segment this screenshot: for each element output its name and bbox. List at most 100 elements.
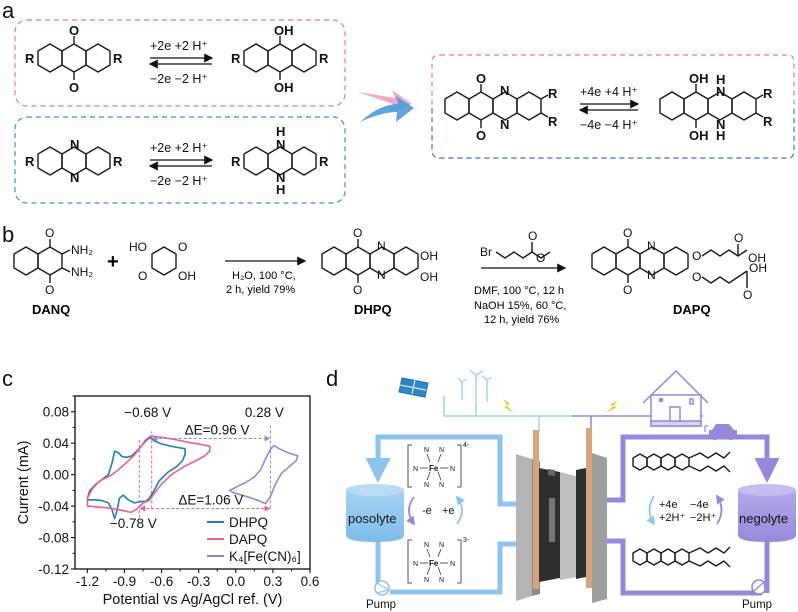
atom-o: O [692, 249, 701, 263]
substituent-r: R [231, 154, 241, 169]
peak-potential-label: 0.28 V [245, 405, 284, 420]
x-axis-title: Potential vs Ag/AgCl ref. (V) [103, 592, 283, 608]
fe-center: Fe [429, 464, 439, 473]
y-tick-label: -0.04 [38, 499, 69, 514]
substituent-r: R [113, 154, 123, 169]
y-tick-label: 0.08 [43, 405, 69, 420]
panel-letter-d: d [326, 366, 338, 391]
panel-d: d [326, 366, 796, 611]
negolyte-forward-protons: +2H⁺ [659, 512, 685, 524]
ligand-n: N [450, 466, 455, 473]
atom-o: O [692, 270, 701, 284]
compound-label-danq: DANQ [32, 302, 70, 317]
dhpq-structure: O O N N OH OH DHPQ [321, 226, 438, 317]
fe-center: Fe [429, 559, 439, 568]
ferrocyanide-complex: 4- Fe N N N N N N [407, 442, 470, 489]
panel-a: a O O R R +2e +2 H⁺ −2e −2 H⁺ [2, 0, 795, 204]
x-tick-label: -0.9 [113, 574, 136, 589]
substituent-r: R [763, 114, 773, 129]
hydroxyl-group: HO [129, 240, 147, 254]
atom-h: H [716, 72, 725, 87]
negolyte-tank: negolyte [738, 484, 796, 542]
y-tick-label: 0.04 [43, 436, 70, 451]
y-tick-label: -0.08 [38, 531, 69, 546]
reverse-conditions: −4e −4 H⁺ [580, 118, 638, 132]
atom-o: O [69, 80, 79, 95]
oxidation-arrow [406, 496, 416, 526]
negolyte-label: negolyte [739, 511, 788, 526]
hydroxyl-group: OH [420, 249, 438, 263]
atom-n: N [500, 117, 509, 132]
substituent-r: R [25, 51, 35, 66]
atom-h: H [276, 124, 285, 139]
ligand-n: N [450, 561, 455, 568]
reverse-conditions: −2e −2 H⁺ [150, 174, 208, 188]
ligand-n: N [413, 466, 418, 473]
negolyte-forward-electrons: +4e [659, 499, 678, 511]
ligand-n: N [439, 542, 444, 549]
atom-oh: OH [274, 23, 294, 38]
atom-o: O [138, 269, 147, 283]
atom-oh: OH [689, 128, 709, 143]
forward-conditions: +2e +2 H⁺ [150, 141, 208, 155]
diazaanthraquinone-red-structure: OH OH H N N H R R [659, 71, 773, 143]
atom-o: O [476, 128, 486, 143]
reverse-conditions: −2e −2 H⁺ [150, 72, 208, 86]
atom-br: Br [480, 245, 492, 259]
x-tick-label: -0.6 [150, 574, 173, 589]
substituent-r: R [319, 51, 329, 66]
current-collector-right [586, 428, 592, 588]
legend-label: DAPQ [229, 532, 267, 547]
hydroxyl-group: OH [420, 270, 438, 284]
grid-line-blue [443, 396, 572, 417]
amine-group: NH₂ [71, 265, 93, 279]
panel-letter-a: a [2, 0, 15, 23]
substituent-r: R [319, 154, 329, 169]
atom-n: N [647, 239, 656, 253]
panel-letter-b: b [2, 222, 14, 247]
combined-box-lower [431, 108, 795, 159]
x-tick-label: 0.3 [264, 574, 283, 589]
forward-conditions: +4e +4 H⁺ [580, 85, 638, 99]
atom-h: H [276, 182, 285, 197]
x-tick-label: -1.2 [76, 574, 99, 589]
pump-label-right: Pump [742, 599, 772, 611]
phenazine-box [14, 116, 346, 204]
diazaanthraquinone-ox-structure: O O N N R R [444, 71, 558, 143]
atom-n: N [647, 268, 656, 282]
posolyte-oxidation-label: -e [422, 505, 432, 517]
posolyte-label: posolyte [348, 511, 396, 526]
y-tick-label: -0.12 [38, 562, 69, 577]
step2-conditions-line1: DMF, 100 °C, 12 h [474, 285, 564, 297]
atom-o: O [476, 71, 486, 86]
quinone-box [14, 19, 346, 107]
reduction-arrow [455, 495, 465, 525]
flow-cell-stack [516, 428, 607, 603]
substituent-r: R [763, 86, 773, 101]
methyl-bromobutanoate-structure: Br O O [480, 229, 551, 265]
pump-icon [374, 580, 391, 596]
atom-o: O [353, 226, 362, 240]
ligand-n: N [424, 482, 429, 489]
dapq-anion-reduced [632, 546, 731, 568]
atom-o: O [623, 283, 632, 297]
atom-o: O [69, 23, 79, 38]
substituent-r: R [25, 154, 35, 169]
wind-turbines-icon [457, 369, 493, 403]
reduction-arrow [646, 495, 655, 526]
atom-n: N [276, 170, 285, 185]
atom-n: N [716, 117, 725, 132]
atom-o: O [734, 231, 743, 245]
ligand-n: N [424, 577, 429, 584]
peak-potential-label: −0.78 V [110, 516, 157, 531]
series-line-kfecn [228, 444, 299, 505]
substituent-r: R [231, 51, 241, 66]
phenazine-structure: N N R R [25, 137, 123, 185]
plus-sign: + [107, 251, 119, 273]
atom-o: O [178, 240, 187, 254]
atom-o: O [45, 283, 54, 297]
complex-charge: 4- [463, 442, 470, 449]
atom-n: N [716, 84, 725, 99]
series-line-dapq [86, 435, 211, 514]
